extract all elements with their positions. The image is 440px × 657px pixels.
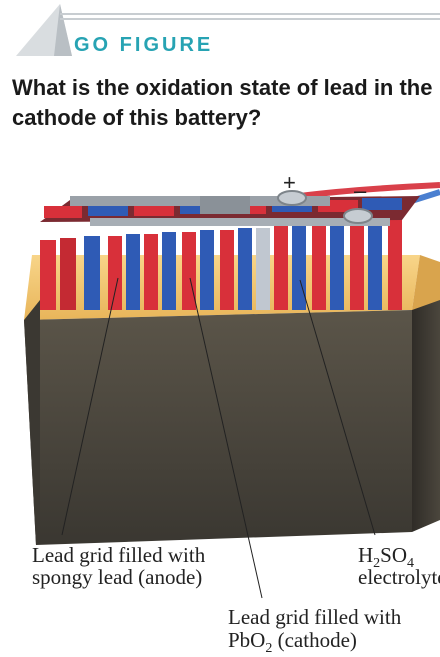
battery-case xyxy=(24,310,412,545)
go-figure-triangle-icon xyxy=(16,4,72,56)
connector-strap xyxy=(90,218,390,226)
question-text: What is the oxidation state of lead in t… xyxy=(12,75,433,130)
electrolyte-leader-line xyxy=(299,279,376,536)
electrolyte-formula-label: H2SO4 xyxy=(358,543,415,571)
cathode-label-detail: PbO2 (cathode) xyxy=(228,628,357,656)
negative-terminal xyxy=(343,208,373,224)
electrolyte-label: electrolyte xyxy=(358,565,440,589)
positive-terminal xyxy=(277,190,307,206)
cathode-label: Lead grid filled with xyxy=(228,605,402,629)
anode-leader-line xyxy=(61,277,119,536)
positive-terminal-symbol: + xyxy=(283,170,296,195)
positive-wire xyxy=(299,182,440,199)
header-rule xyxy=(60,13,440,20)
go-figure-heading: GO FIGURE xyxy=(74,34,214,56)
negative-terminal-symbol: – xyxy=(354,178,367,203)
lead-acid-battery-illustration: + – xyxy=(24,170,440,599)
anode-label: Lead grid filled with xyxy=(32,543,206,567)
cathode-leader-line xyxy=(189,277,263,599)
anode-label-detail: spongy lead (anode) xyxy=(32,565,203,589)
